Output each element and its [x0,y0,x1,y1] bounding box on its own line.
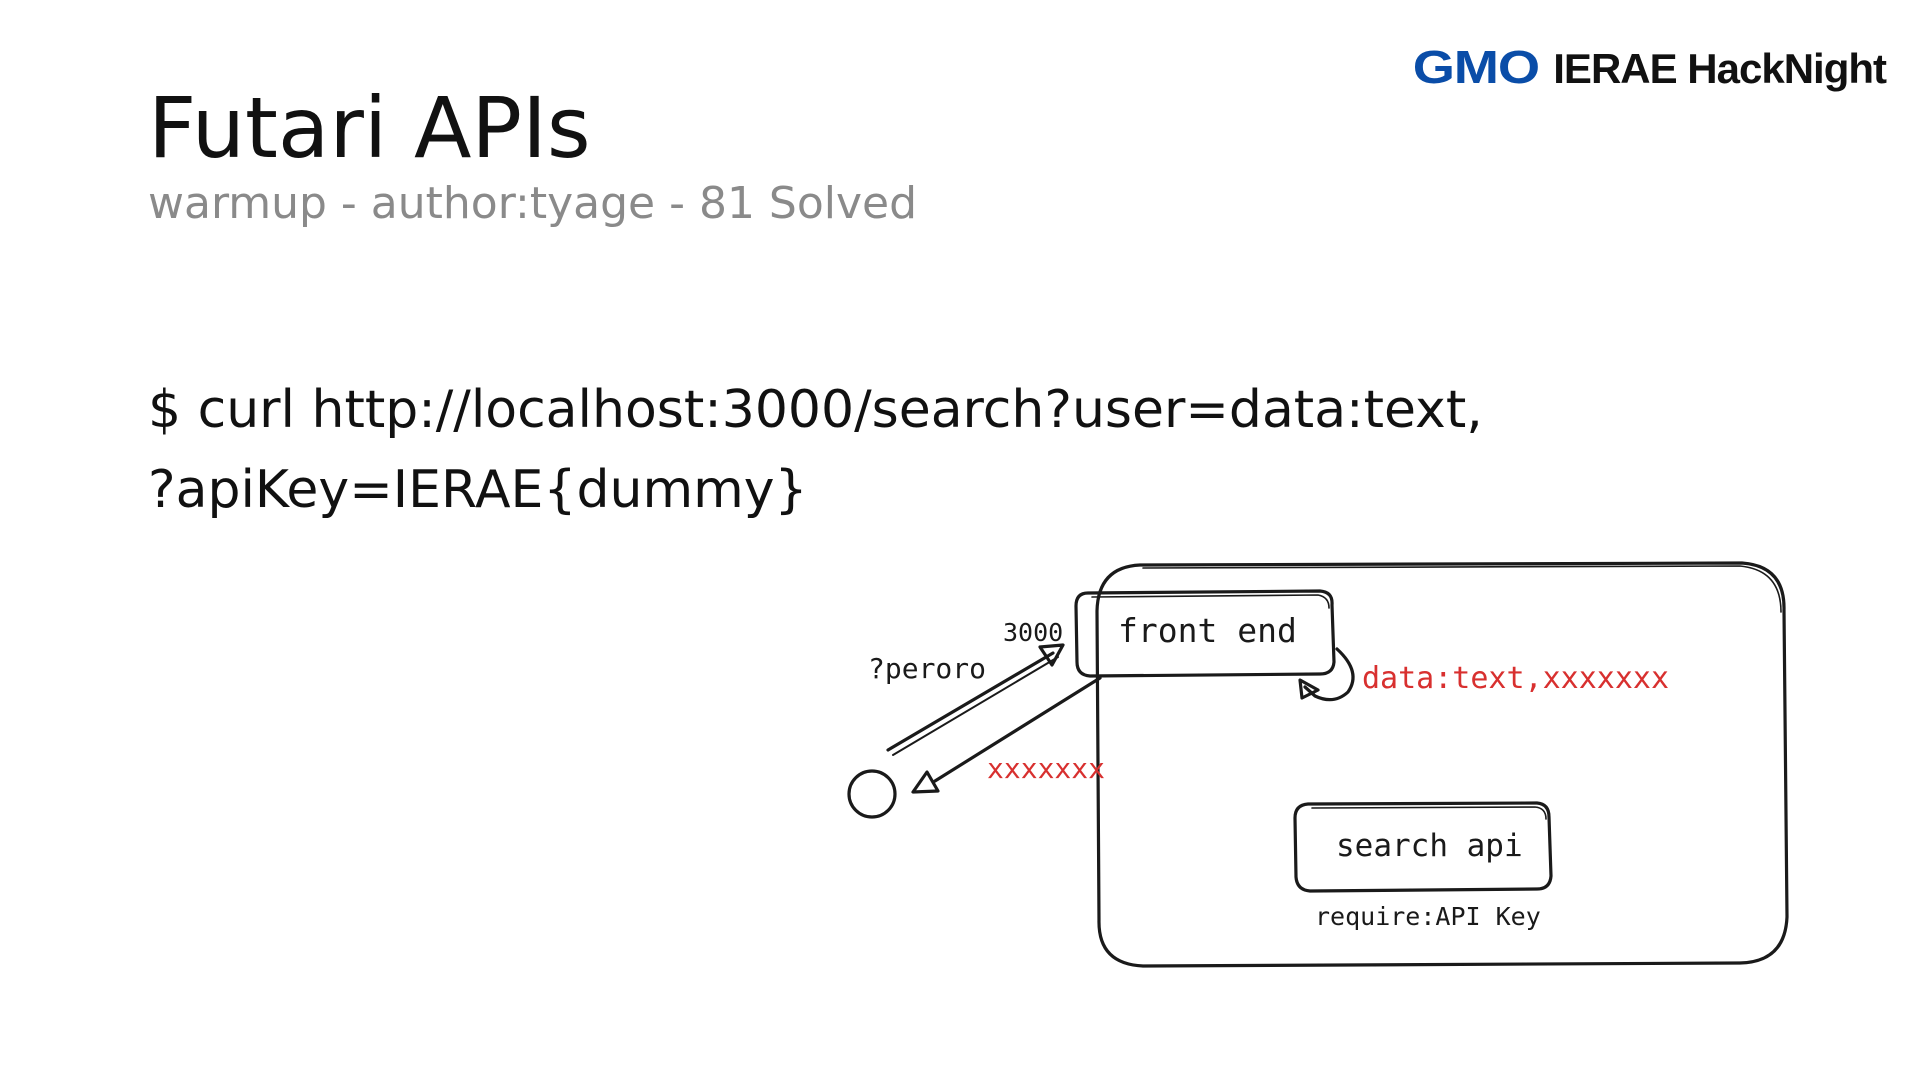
loop-label: data:text,xxxxxxx [1362,661,1669,696]
slide-subtitle: warmup - author:tyage - 81 Solved [148,178,918,229]
client-circle [847,769,897,819]
server-container [1095,561,1789,968]
logo-brand: GMO [1413,41,1540,93]
port-label: 3000 [1003,618,1063,647]
request-arrow [886,651,1055,752]
search-api-box [1293,801,1553,893]
loop-arrow-head [1298,678,1320,700]
request-label: ?peroro [868,652,986,685]
front-end-box [1074,589,1336,678]
logo-event-name: IERAE HackNight [1553,45,1887,92]
response-arrow-head [911,770,940,794]
response-label: xxxxxxx [987,752,1105,785]
slide-title: Futari APIs [148,79,591,177]
search-api-note: require:API Key [1315,902,1541,931]
response-arrow [933,676,1102,783]
logo: GMO IERAE HackNight [1413,40,1887,94]
request-arrow-head [1038,643,1065,667]
curl-command-line-2: ?apiKey=IERAE{dummy} [148,460,808,520]
search-api-label: search api [1336,828,1523,864]
curl-command: $ curl http://localhost:3000/search?user… [148,370,1483,530]
loop-arrow [1303,647,1355,702]
front-end-label: front end [1118,611,1297,650]
curl-command-line-1: $ curl http://localhost:3000/search?user… [148,380,1483,440]
